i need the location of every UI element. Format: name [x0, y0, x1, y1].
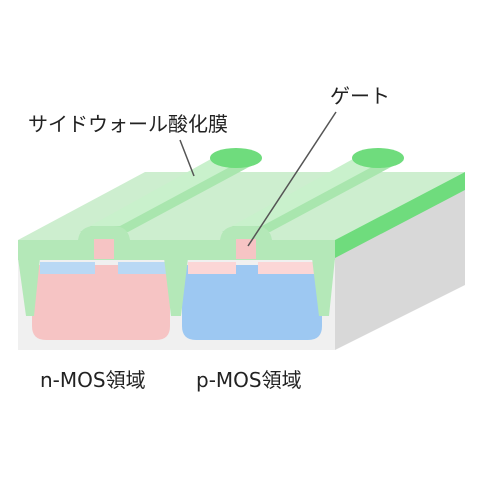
- label-sidewall-oxide: サイドウォール酸化膜: [28, 112, 228, 136]
- gate-ridge-left: [80, 148, 262, 232]
- nmos-channel-strip-right: [118, 262, 168, 274]
- pmos-well: [182, 265, 322, 340]
- leader-gate: [247, 111, 337, 247]
- leader-sidewall: [179, 139, 195, 177]
- isolation-trench-right: [312, 258, 335, 316]
- pmos-channel-strip-left: [188, 262, 236, 274]
- isolation-trench-center: [164, 258, 188, 316]
- label-pmos-region: p-MOS領域: [196, 368, 302, 392]
- nmos-well: [32, 265, 170, 340]
- label-gate: ゲート: [330, 84, 390, 108]
- nmos-channel-strip-left: [40, 262, 95, 274]
- pmos-channel-strip-right: [258, 262, 316, 274]
- gate-nmos: [94, 239, 114, 259]
- oxide-front-band: [18, 240, 335, 260]
- block-side-face: [335, 190, 465, 350]
- gate-pmos: [236, 239, 256, 259]
- oxide-top-edge-band: [335, 172, 465, 258]
- isolation-trench-left: [18, 258, 40, 316]
- label-nmos-region: n-MOS領域: [40, 368, 146, 392]
